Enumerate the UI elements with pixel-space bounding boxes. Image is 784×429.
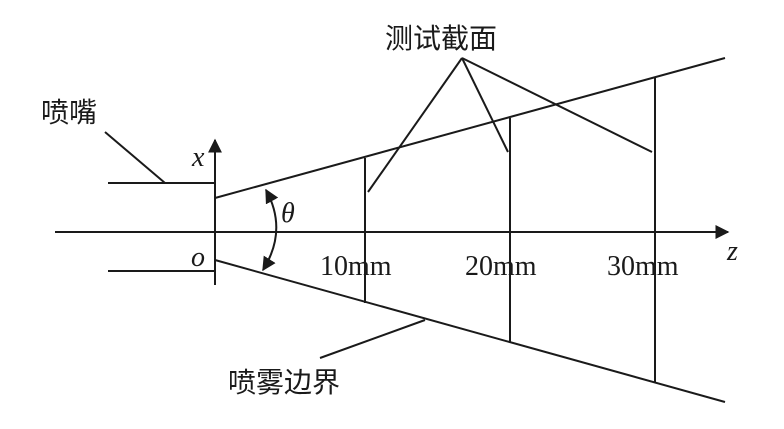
section-label-10mm: 10mm [320, 251, 392, 282]
angle-theta-label: θ [281, 198, 295, 229]
spray-boundary-label: 喷雾边界 [228, 366, 340, 399]
section-label-20mm: 20mm [465, 251, 537, 282]
nozzle-leader-line [104, 131, 166, 184]
section-leader-30mm [461, 57, 653, 153]
angle-arc [262, 188, 279, 272]
section-label-30mm: 30mm [607, 251, 679, 282]
spray-boundary-leader [319, 319, 426, 359]
origin-label: o [191, 242, 205, 273]
test-sections-label: 测试截面 [385, 22, 497, 55]
z-axis-label: z [726, 236, 738, 267]
section-leader-10mm [367, 57, 463, 193]
nozzle-label: 喷嘴 [41, 96, 97, 129]
spray-boundary-upper [214, 57, 726, 199]
section-leader-20mm [461, 57, 509, 153]
spray-boundary-lower [214, 259, 726, 403]
x-axis-label: x [191, 142, 205, 173]
